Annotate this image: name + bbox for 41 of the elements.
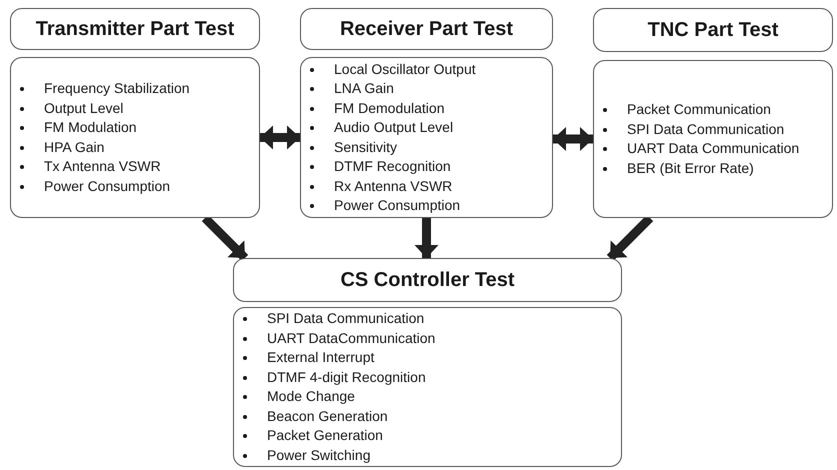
test-item: Packet Generation bbox=[267, 427, 383, 443]
test-item: Frequency Stabilization bbox=[44, 80, 190, 96]
test-item: DTMF Recognition bbox=[334, 158, 451, 174]
section-title: Transmitter Part Test bbox=[36, 18, 234, 40]
test-item: UART DataCommunication bbox=[267, 330, 436, 346]
title-box bbox=[300, 8, 553, 50]
test-item: Audio Output Level bbox=[334, 119, 454, 135]
block-arrow bbox=[260, 126, 300, 150]
test-item: SPI Data Communication bbox=[267, 310, 424, 326]
test-item: Mode Change bbox=[267, 388, 355, 404]
block-arrow bbox=[414, 218, 438, 258]
test-item: SPI Data Communication bbox=[627, 120, 784, 136]
test-list-box bbox=[233, 307, 622, 467]
test-item: Power Consumption bbox=[44, 178, 170, 194]
test-item: Local Oscillator Output bbox=[334, 60, 476, 76]
test-item: BER (Bit Error Rate) bbox=[627, 160, 754, 176]
title-box bbox=[593, 8, 833, 52]
section-title: Receiver Part Test bbox=[340, 18, 514, 40]
test-item: Power Consumption bbox=[334, 197, 460, 213]
test-item: Packet Communication bbox=[627, 101, 771, 117]
title-box bbox=[10, 8, 260, 50]
test-item: Tx Antenna VSWR bbox=[44, 158, 161, 174]
section-title: CS Controller Test bbox=[340, 268, 515, 292]
test-item: Rx Antenna VSWR bbox=[334, 178, 452, 194]
test-item: FM Modulation bbox=[44, 119, 137, 135]
title-box bbox=[233, 258, 622, 302]
test-item: Sensitivity bbox=[334, 138, 398, 154]
test-item: DTMF 4-digit Recognition bbox=[267, 368, 426, 384]
test-item: LNA Gain bbox=[334, 80, 394, 96]
test-item: Power Switching bbox=[267, 446, 370, 462]
test-item: Beacon Generation bbox=[267, 408, 388, 424]
test-list-box bbox=[300, 57, 553, 218]
test-list-box bbox=[10, 57, 260, 218]
test-item: UART Data Communication bbox=[627, 140, 800, 156]
test-item: Output Level bbox=[44, 100, 124, 116]
test-item: HPA Gain bbox=[44, 138, 104, 154]
block-arrow bbox=[553, 127, 593, 151]
section-title: TNC Part Test bbox=[648, 18, 778, 42]
test-item: External Interrupt bbox=[267, 349, 374, 365]
test-item: FM Demodulation bbox=[334, 100, 444, 116]
test-list-box bbox=[593, 60, 833, 218]
